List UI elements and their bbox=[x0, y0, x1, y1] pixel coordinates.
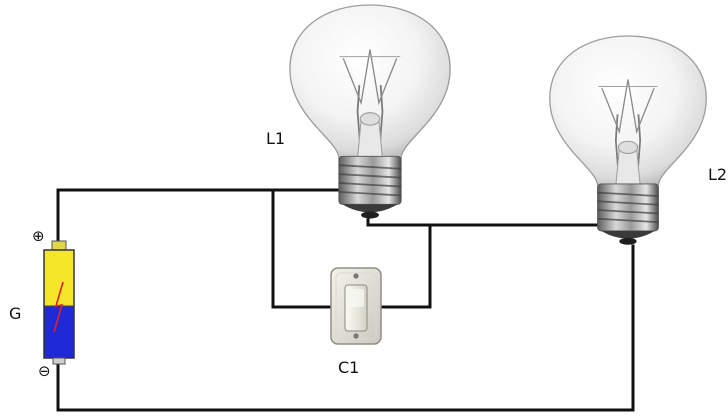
wire-lamp-link bbox=[366, 218, 604, 227]
lamp-l2 bbox=[548, 35, 708, 246]
label-l2: L2 bbox=[708, 165, 727, 184]
label-generator: G bbox=[9, 304, 21, 323]
negative-terminal-icon: ⊖ bbox=[38, 362, 51, 380]
battery-g bbox=[43, 240, 75, 365]
label-l1: L1 bbox=[266, 129, 285, 148]
wire-top bbox=[56, 188, 345, 243]
wires bbox=[56, 188, 635, 412]
lightning-bolt-icon bbox=[53, 281, 64, 333]
label-switch: C1 bbox=[338, 358, 359, 377]
wire-switch-left bbox=[271, 188, 340, 309]
wire-switch-right bbox=[370, 223, 432, 309]
wire-bottom bbox=[56, 244, 635, 412]
lamp-l1 bbox=[289, 4, 451, 220]
switch-c1 bbox=[330, 267, 382, 345]
positive-terminal-icon: ⊕ bbox=[32, 227, 45, 245]
